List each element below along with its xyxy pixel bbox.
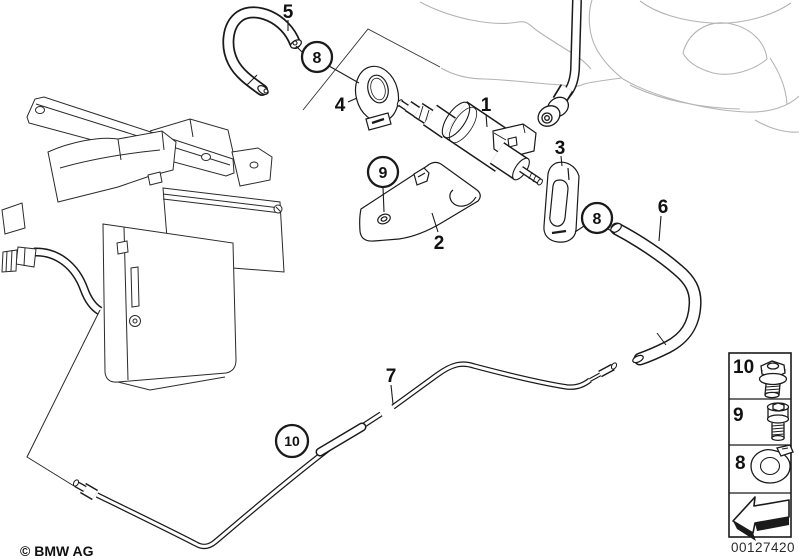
callout-1[interactable]: 1 — [481, 95, 492, 128]
callout-9-label[interactable]: 9 — [379, 165, 388, 182]
fuel-hose-6 — [610, 222, 702, 366]
legend-row-arrow — [732, 496, 790, 541]
legend-row-8[interactable]: 8 — [735, 444, 794, 484]
callout-6[interactable]: 6 — [658, 197, 669, 242]
legend-label-10[interactable]: 10 — [733, 357, 754, 378]
legend-row-10[interactable]: 10 — [733, 357, 788, 399]
callout-1-label[interactable]: 1 — [481, 95, 492, 116]
callout-3[interactable]: 3 — [555, 138, 566, 167]
callout-5[interactable]: 5 — [283, 2, 294, 31]
callout-7-label[interactable]: 7 — [386, 366, 397, 387]
callout-3-label[interactable]: 3 — [555, 138, 566, 159]
fuel-line-7 — [72, 361, 618, 550]
legend-label-8[interactable]: 8 — [735, 453, 746, 474]
callout-4[interactable]: 4 — [335, 95, 358, 116]
callout-8-top-label[interactable]: 8 — [313, 50, 322, 67]
rubber-holder-3 — [543, 161, 580, 243]
grommet-4 — [354, 65, 400, 131]
callout-7[interactable]: 7 — [386, 366, 397, 405]
flange-bolt-icon — [758, 360, 788, 399]
vent-hose-5 — [222, 6, 302, 96]
legend-table: 10 9 8 — [728, 352, 794, 541]
document-number: 00127420 — [731, 540, 795, 555]
callout-8-bottom-label[interactable]: 8 — [593, 211, 602, 228]
direction-arrow-icon — [732, 496, 790, 541]
callout-10-label[interactable]: 10 — [284, 433, 300, 449]
tank-fuel-line — [537, 0, 582, 127]
mounting-bracket-2 — [359, 161, 481, 242]
quick-connector — [537, 96, 570, 127]
hose-clamp-icon — [750, 444, 794, 484]
callout-8-top[interactable]: 8 — [295, 40, 360, 84]
legend-label-9[interactable]: 9 — [733, 405, 744, 426]
callout-6-label[interactable]: 6 — [658, 197, 669, 218]
alignment-lines — [302, 28, 441, 111]
socket-head-screw-icon — [766, 402, 790, 442]
callout-9[interactable]: 9 — [366, 155, 400, 213]
copyright-notice: © BMW AG — [20, 543, 94, 559]
heater-leader-line — [26, 309, 101, 487]
callout-5-label[interactable]: 5 — [283, 2, 294, 23]
callout-2-label[interactable]: 2 — [434, 233, 445, 254]
callout-4-label[interactable]: 4 — [335, 95, 346, 116]
legend-row-9[interactable]: 9 — [733, 402, 790, 442]
auxiliary-heater-unit — [1, 96, 285, 391]
callout-8-bottom[interactable]: 8 — [574, 201, 616, 235]
fuel-pump-1 — [396, 99, 543, 186]
callout-10[interactable]: 10 — [274, 423, 310, 459]
callout-2[interactable]: 2 — [431, 212, 445, 254]
